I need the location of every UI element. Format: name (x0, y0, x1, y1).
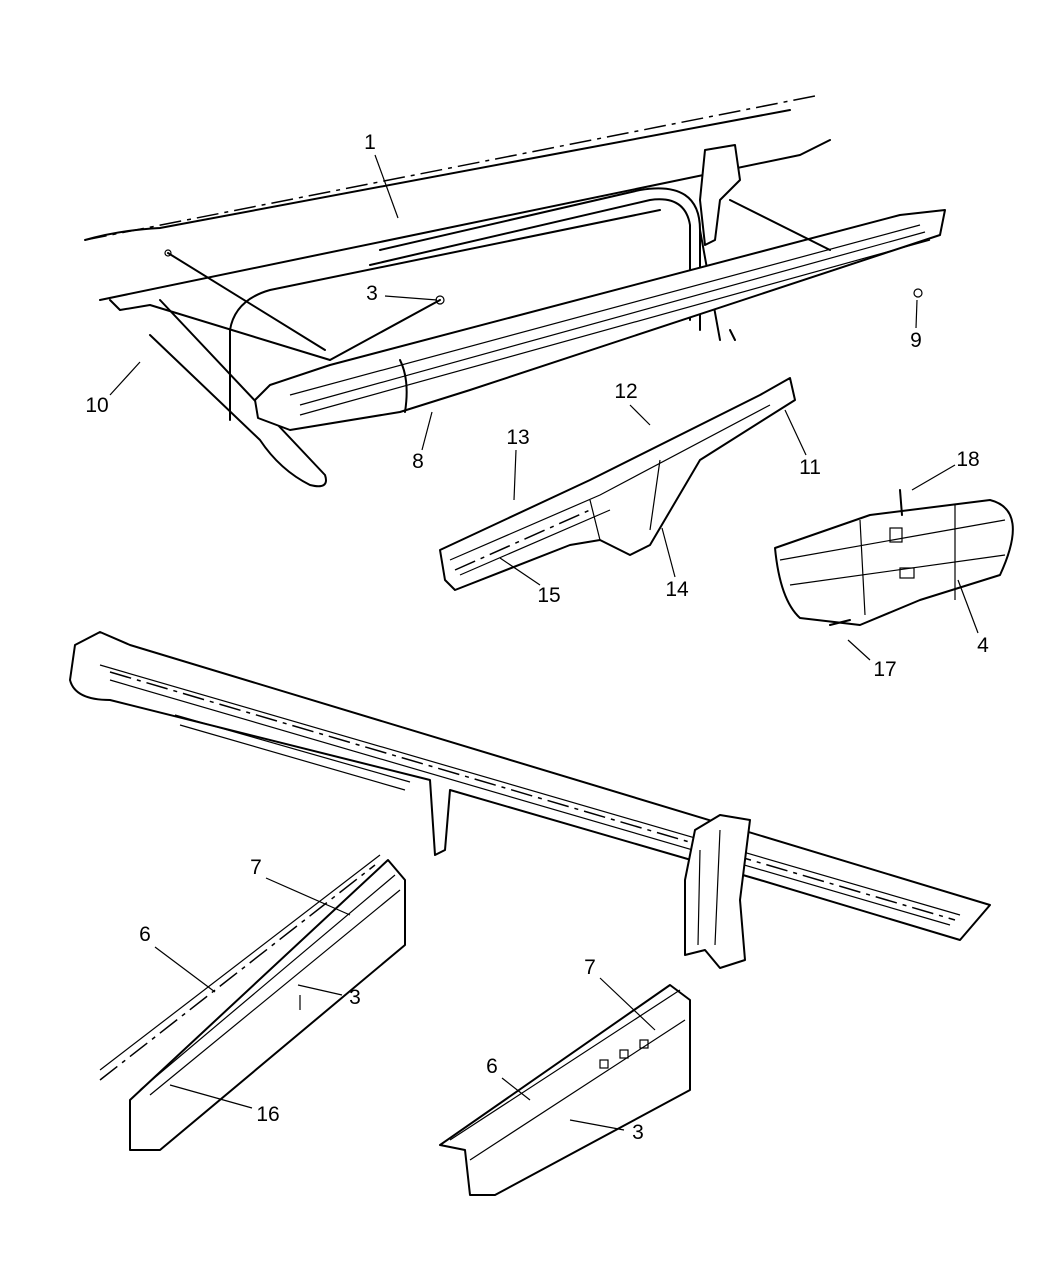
callout-12: 12 (614, 380, 638, 403)
callout-3: 3 (366, 282, 378, 305)
jack-bracket (699, 144, 831, 251)
running-board (164, 209, 946, 431)
callout-9: 9 (910, 329, 922, 352)
callout-3: 3 (349, 986, 361, 1009)
callout-4: 4 (977, 634, 989, 657)
callout-7: 7 (250, 856, 262, 879)
callout-16: 16 (256, 1103, 280, 1126)
callout-13: 13 (506, 426, 530, 449)
lower-left-step-bracket (99, 854, 406, 1151)
callout-3: 3 (632, 1121, 644, 1144)
callout-6: 6 (486, 1055, 498, 1078)
callout-14: 14 (665, 578, 689, 601)
rail-section (439, 377, 796, 591)
callout-6: 6 (139, 923, 151, 946)
callout-18: 18 (956, 448, 980, 471)
callout-10: 10 (85, 394, 109, 417)
leader-lines (109, 154, 979, 1131)
vehicle-body-outline (84, 94, 831, 488)
callout-11: 11 (799, 456, 821, 479)
end-cap (774, 489, 1014, 626)
callout-8: 8 (412, 450, 424, 473)
callout-17: 17 (873, 658, 897, 681)
callout-15: 15 (537, 584, 561, 607)
lower-running-board (69, 631, 991, 969)
lower-right-step-bracket (439, 984, 691, 1196)
callout-7: 7 (584, 956, 596, 979)
callout-1: 1 (364, 131, 376, 154)
